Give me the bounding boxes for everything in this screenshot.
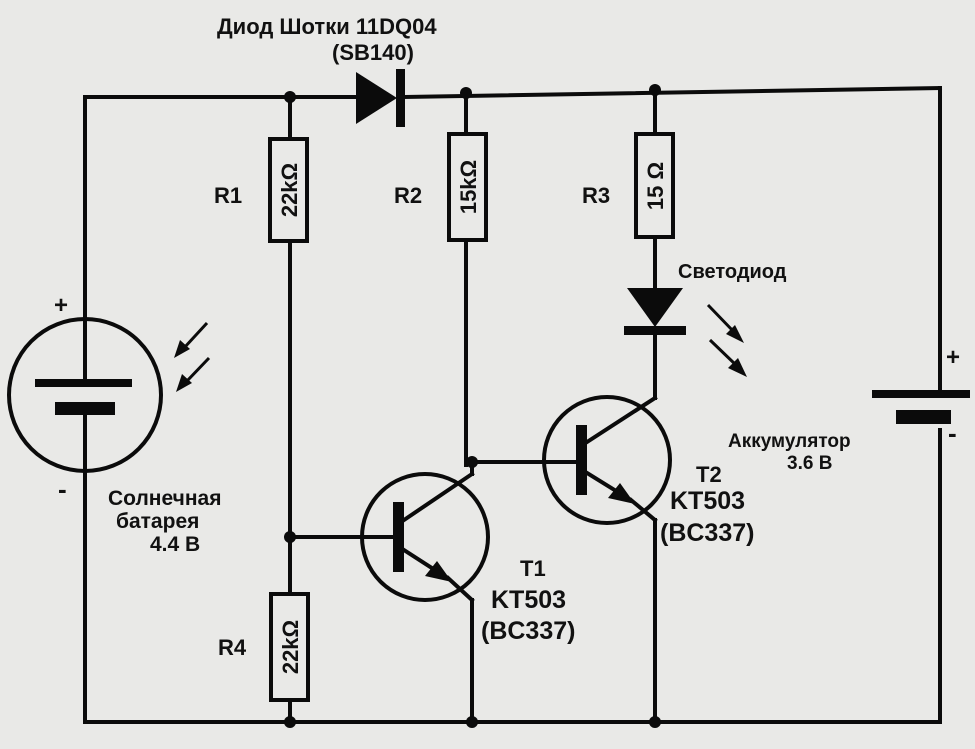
wire-bottom-rail bbox=[83, 428, 942, 724]
solar-voltage: 4.4 В bbox=[150, 533, 200, 556]
t1-type: KT503 bbox=[491, 586, 566, 614]
schottky-diode: Диод Шотки 11DQ04 (SB140) bbox=[217, 14, 437, 127]
diode-part: (SB140) bbox=[332, 40, 414, 65]
solar-minus: - bbox=[58, 474, 67, 504]
solar-plus: + bbox=[54, 292, 68, 319]
solar-name-line2: батарея bbox=[116, 510, 199, 533]
r2-ref: R2 bbox=[394, 183, 422, 208]
diode-name: Диод Шотки 11DQ04 bbox=[217, 14, 437, 39]
solar-cell: + - Солнечная батарея 4.4 В bbox=[7, 292, 221, 556]
transistor-t1: T1 KT503 (BC337) bbox=[360, 463, 575, 645]
r4-value: 22kΩ bbox=[278, 620, 303, 674]
r4-ref: R4 bbox=[218, 635, 247, 660]
resistor-r3: 15 Ω R3 bbox=[582, 132, 675, 239]
wire-top-right bbox=[402, 85, 943, 100]
t1-ref: T1 bbox=[520, 556, 546, 581]
t2-ref: T2 bbox=[696, 462, 722, 487]
t1-equiv: (BC337) bbox=[481, 617, 575, 645]
r3-ref: R3 bbox=[582, 183, 610, 208]
transistor-t2: T2 KT503 (BC337) bbox=[542, 395, 754, 547]
r2-value: 15kΩ bbox=[456, 160, 481, 214]
r1-ref: R1 bbox=[214, 183, 242, 208]
resistor-r4: 22kΩ R4 bbox=[218, 592, 310, 702]
led-label: Светодиод bbox=[678, 261, 787, 283]
battery-minus: - bbox=[948, 418, 957, 448]
wires bbox=[83, 85, 943, 724]
r3-value: 15 Ω bbox=[643, 162, 668, 210]
junction-dots bbox=[284, 84, 661, 728]
led-light-arrows-icon bbox=[706, 303, 747, 377]
wire-top-left bbox=[83, 95, 358, 317]
r1-value: 22kΩ bbox=[277, 163, 302, 217]
battery-voltage: 3.6 В bbox=[787, 453, 832, 474]
t2-equiv: (BC337) bbox=[660, 519, 754, 547]
solar-name-line1: Солнечная bbox=[108, 487, 221, 510]
battery-plus: + bbox=[946, 344, 960, 371]
resistor-r2: 15kΩ R2 bbox=[394, 132, 488, 242]
led: Светодиод bbox=[624, 261, 787, 377]
resistor-r1: 22kΩ R1 bbox=[214, 137, 309, 243]
t2-type: KT503 bbox=[670, 487, 745, 515]
battery-name: Аккумулятор bbox=[728, 431, 851, 452]
light-incoming-arrows-icon bbox=[174, 321, 211, 392]
battery: + - Аккумулятор 3.6 В bbox=[728, 344, 970, 474]
